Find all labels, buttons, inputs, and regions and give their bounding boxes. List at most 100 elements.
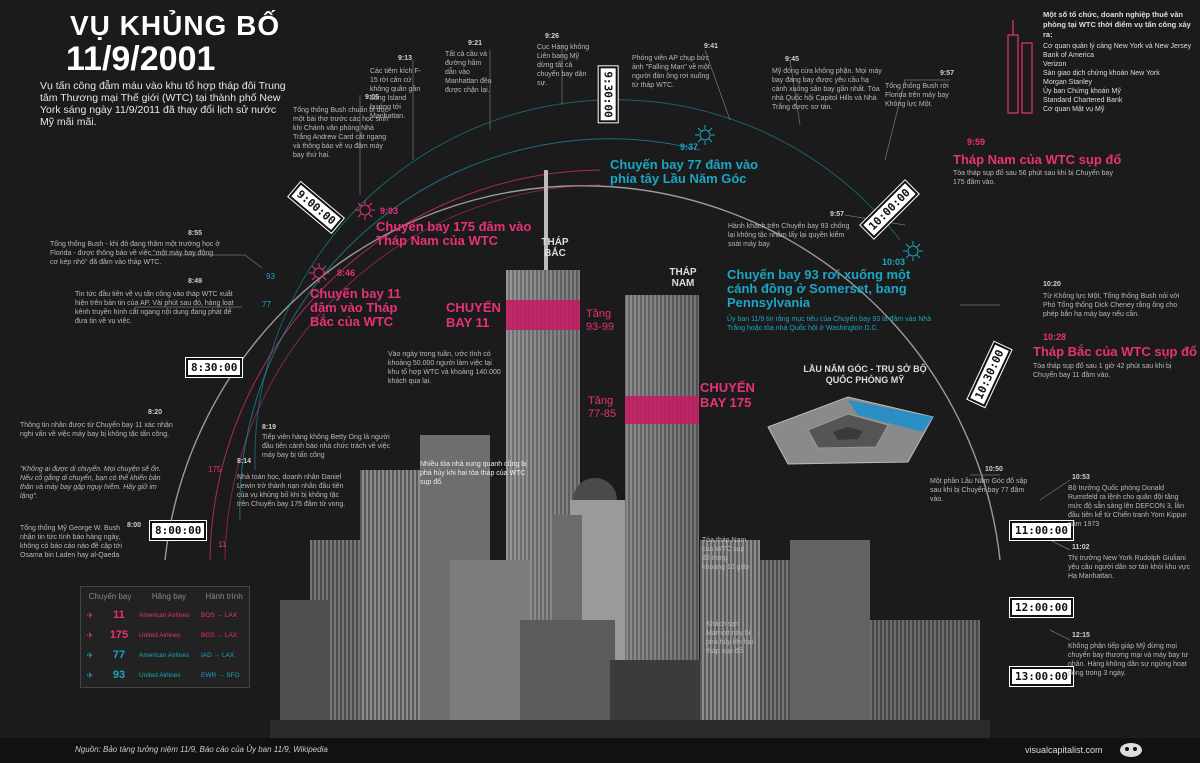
note-1102-time: 11:02: [1072, 544, 1090, 551]
airline: United Airlines: [139, 631, 181, 639]
path-label-93: 93: [266, 272, 275, 281]
antenna: [544, 170, 548, 270]
explosion-icon: [309, 263, 329, 283]
event-0937-text: Chuyến bay 77 đâm vào phía tây Lầu Năm G…: [610, 157, 759, 186]
note-0849-time: 8:49: [188, 278, 203, 285]
south-collapse-note: Tòa tháp Nam của WTC sụp đổ trong khoảng…: [702, 537, 750, 571]
note-0819-time: 8:19: [262, 424, 277, 431]
company-item: Bank of America: [1043, 52, 1094, 59]
note-1102-text: Thị trưởng New York Rudolph Giuliani yêu…: [1068, 555, 1191, 580]
event-0846-time: 8:46: [337, 268, 356, 278]
note-0820-text: Thông tin nhân được từ Chuyến bay 11 xác…: [20, 422, 173, 438]
path-label-175: 175: [208, 465, 222, 474]
event-1028-text: Tòa tháp sụp đổ sau 1 giờ 42 phút sau kh…: [1033, 363, 1172, 379]
page-date: 11/9/2001: [66, 40, 216, 78]
company-item: Sàn giao dịch chứng khoán New York: [1043, 70, 1160, 77]
note-0855-time: 8:55: [188, 230, 203, 237]
clock-1300: 13:00:00: [1010, 667, 1073, 686]
note-0926-text: Cục Hàng không Liên bang Mỹ dừng tất cả …: [537, 44, 590, 87]
note-0819-text: Tiếp viên hàng không Betty Ong là người …: [262, 434, 391, 459]
flight-93-path: [254, 99, 901, 471]
brand-link[interactable]: visualcapitalist.com: [1025, 745, 1103, 755]
source-text: Nguồn: Bảo tàng tưởng niệm 11/9, Báo cáo…: [75, 745, 328, 754]
note-0855-text: Tổng thống Bush - khi đó đang thăm một t…: [50, 241, 220, 266]
airline: American Airlines: [139, 611, 190, 619]
col-header-flight: Chuyến bay: [88, 591, 132, 601]
clock-0930: 9:30:00: [598, 66, 618, 123]
col-header-airline: Hãng bay: [151, 591, 187, 601]
note-1053-text: Bộ trưởng Quốc phòng Donald Rumsfeld ra …: [1068, 485, 1187, 528]
note-0926-time: 9:26: [545, 33, 560, 40]
event-1028-time: 10:28: [1043, 332, 1067, 342]
event-0959-title: Tháp Nam của WTC sụp đổ: [953, 152, 1122, 167]
page-title: VỤ KHỦNG BỐ: [70, 10, 281, 41]
event-0846-text: Chuyến bay 11 đâm vào Tháp Bắc của WTC: [310, 286, 402, 329]
brand-logo-icon: [1120, 743, 1142, 757]
clock-0800: 8:00:00: [150, 521, 207, 540]
note-0957b-text: Hành khách trên Chuyến bay 93 chống lại …: [728, 223, 850, 248]
note-0905-text: Tổng thống Bush chuẩn bị đọc một bài thơ…: [293, 107, 389, 159]
flight-number: 93: [112, 669, 126, 681]
event-0937-time: 9:37: [680, 142, 699, 152]
route: BOS → LAX: [201, 611, 238, 619]
company-item: Cơ quan quản lý cảng New York và New Jer…: [1043, 43, 1192, 50]
note-1050-text: Một phần Lầu Năm Góc đổ sập sau khi bị C…: [930, 478, 1028, 503]
note-0905-time: 9:05: [365, 94, 380, 101]
plane-icon: ✈: [86, 650, 94, 660]
explosion-icon: [695, 125, 715, 145]
flight-table-header: Chuyến bay Hãng bay Hành trình: [81, 587, 249, 605]
note-0849-text: Tin tức đầu tiên về vụ tấn công vào tháp…: [75, 291, 234, 325]
col-header-route: Hành trình: [205, 591, 243, 601]
south-tower-label: THÁP NAM: [669, 267, 697, 289]
route: EWR → SFO: [201, 671, 240, 679]
pentagon-label: LẦU NĂM GÓC - TRỤ SỞ BỘ QUỐC PHÒNG MỸ: [803, 364, 927, 385]
note-0921-text: Tất cả cầu và đường hầm dẫn vào Manhatta…: [445, 51, 492, 94]
event-0903-time: 9:03: [380, 206, 399, 216]
company-item: Standard Chartered Bank: [1043, 97, 1123, 104]
footer-bar: [0, 738, 1200, 763]
airline: United Airlines: [139, 671, 181, 679]
company-item: Verizon: [1043, 61, 1067, 68]
route: IAD → LAX: [201, 651, 235, 659]
flight-row-175: ✈ 175 United Airlines BOS → LAX: [81, 625, 249, 645]
clock-1100: 11:00:00: [1010, 521, 1073, 540]
debris-note: Nhiều tòa nhà xung quanh cũng bị phá hủy…: [420, 461, 527, 486]
marriott-note: Khách sạn Marriott này bị phá hủy khi ha…: [706, 621, 754, 655]
event-0903-text: Chuyến bay 175 đâm vào Tháp Nam của WTC: [376, 219, 532, 248]
company-item: Cơ quan Mật vụ Mỹ: [1043, 106, 1105, 113]
flight-number: 77: [112, 649, 126, 661]
pentagon-illustration: [767, 396, 934, 465]
note-0957a-time: 9:57: [940, 70, 955, 77]
plane-icon: ✈: [86, 670, 94, 680]
flight-175-path: [224, 184, 601, 561]
note-0913-text: Các tiêm kích F-15 rời căn cứ không quân…: [370, 68, 421, 120]
clock-1200: 12:00:00: [1010, 598, 1073, 617]
manhattan-skyline-illustration: [270, 170, 990, 740]
event-1028-title: Tháp Bắc của WTC sụp đổ: [1033, 344, 1197, 359]
path-label-11: 11: [218, 540, 227, 549]
note-1020-text: Từ Không lực Một, Tổng thống Bush nói vớ…: [1043, 293, 1180, 318]
company-item: Morgan Stanley: [1043, 79, 1093, 86]
flight-row-77: ✈ 77 American Airlines IAD → LAX: [81, 645, 249, 665]
note-1215-text: Không phận tiếp giáp Mỹ dừng mọi chuyến …: [1068, 643, 1189, 677]
path-label-77: 77: [262, 300, 271, 309]
north-tower-label: THÁP BẮC: [541, 237, 569, 259]
flight-11-tower-label: CHUYẾN BAY 11: [446, 300, 501, 330]
intro-text: Vụ tấn công đẫm máu vào khu tổ hợp tháp …: [40, 80, 286, 128]
twin-towers-icon: [1007, 20, 1033, 114]
south-floors-label: Tầng 77-85: [588, 395, 617, 420]
flight-row-11: ✈ 11 American Airlines BOS → LAX: [81, 605, 249, 625]
note-0814-text: Nhà toán học, doanh nhân Daniel Lewin tr…: [237, 474, 346, 508]
event-0959-text: Tòa tháp sụp đổ sau 56 phút sau khi bị C…: [953, 170, 1113, 186]
plane-icon: ✈: [86, 610, 94, 620]
clock-0830: 8:30:00: [186, 358, 243, 377]
flight-77-path: [239, 138, 701, 521]
flight-175-tower-label: CHUYẾN BAY 175: [700, 380, 755, 410]
occupancy-note: Vào ngày trong tuần, ước tính có khoảng …: [388, 351, 501, 385]
explosion-icon: [355, 200, 375, 220]
note-0921-time: 9:21: [468, 40, 483, 47]
company-item: Ủy ban Chứng khoán Mỹ: [1043, 88, 1121, 95]
companies-heading: Một số tổ chức, doanh nghiệp thuê văn ph…: [1043, 10, 1191, 39]
